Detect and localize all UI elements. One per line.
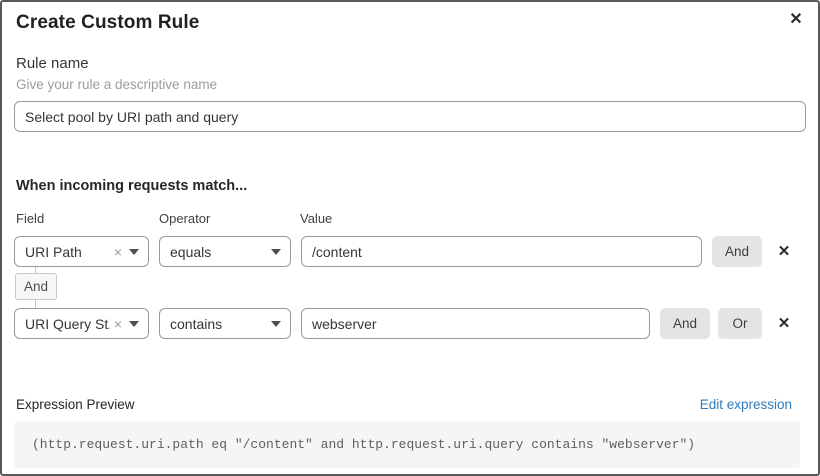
chevron-down-icon: [129, 248, 139, 255]
condition-row-1: URI Path × equals And ✕: [14, 236, 792, 267]
match-heading: When incoming requests match...: [16, 178, 248, 194]
connector-and-badge: And: [15, 273, 57, 300]
or-button-2[interactable]: Or: [718, 308, 762, 339]
delete-row-icon[interactable]: ✕: [777, 243, 791, 260]
chevron-down-icon: [271, 248, 281, 255]
value-column-label: Value: [300, 211, 333, 226]
expression-preview-label: Expression Preview: [16, 397, 135, 412]
connector-region: And: [2, 267, 818, 308]
rule-name-input[interactable]: [14, 101, 806, 132]
clear-selection-icon[interactable]: ×: [113, 315, 122, 332]
expression-code: (http.request.uri.path eq "/content" and…: [14, 421, 800, 468]
operator-select-1[interactable]: equals: [159, 236, 291, 267]
field-select-1-value: URI Path: [25, 243, 82, 260]
operator-select-2[interactable]: contains: [159, 308, 291, 339]
field-select-2[interactable]: URI Query St... ×: [14, 308, 149, 339]
clear-selection-icon[interactable]: ×: [113, 243, 122, 260]
operator-select-2-value: contains: [170, 315, 223, 332]
and-button-1[interactable]: And: [712, 236, 762, 267]
and-button-2[interactable]: And: [660, 308, 710, 339]
edit-expression-link[interactable]: Edit expression: [699, 397, 792, 412]
rule-name-helper: Give your rule a descriptive name: [16, 77, 218, 92]
field-select-2-value: URI Query St...: [25, 315, 110, 332]
field-column-label: Field: [16, 211, 45, 226]
value-input-1[interactable]: [301, 236, 702, 267]
close-icon[interactable]: ✕: [784, 8, 808, 32]
chevron-down-icon: [271, 320, 281, 327]
operator-column-label: Operator: [159, 211, 211, 226]
page-title: Create Custom Rule: [16, 12, 200, 33]
operator-select-1-value: equals: [170, 243, 212, 260]
field-select-1[interactable]: URI Path ×: [14, 236, 149, 267]
delete-row-icon[interactable]: ✕: [777, 315, 791, 332]
column-headers: Field Operator Value: [16, 211, 818, 226]
value-input-2[interactable]: [301, 308, 650, 339]
condition-row-2: URI Query St... × contains And Or ✕: [14, 308, 792, 339]
chevron-down-icon: [129, 320, 139, 327]
rule-name-label: Rule name: [16, 55, 89, 72]
